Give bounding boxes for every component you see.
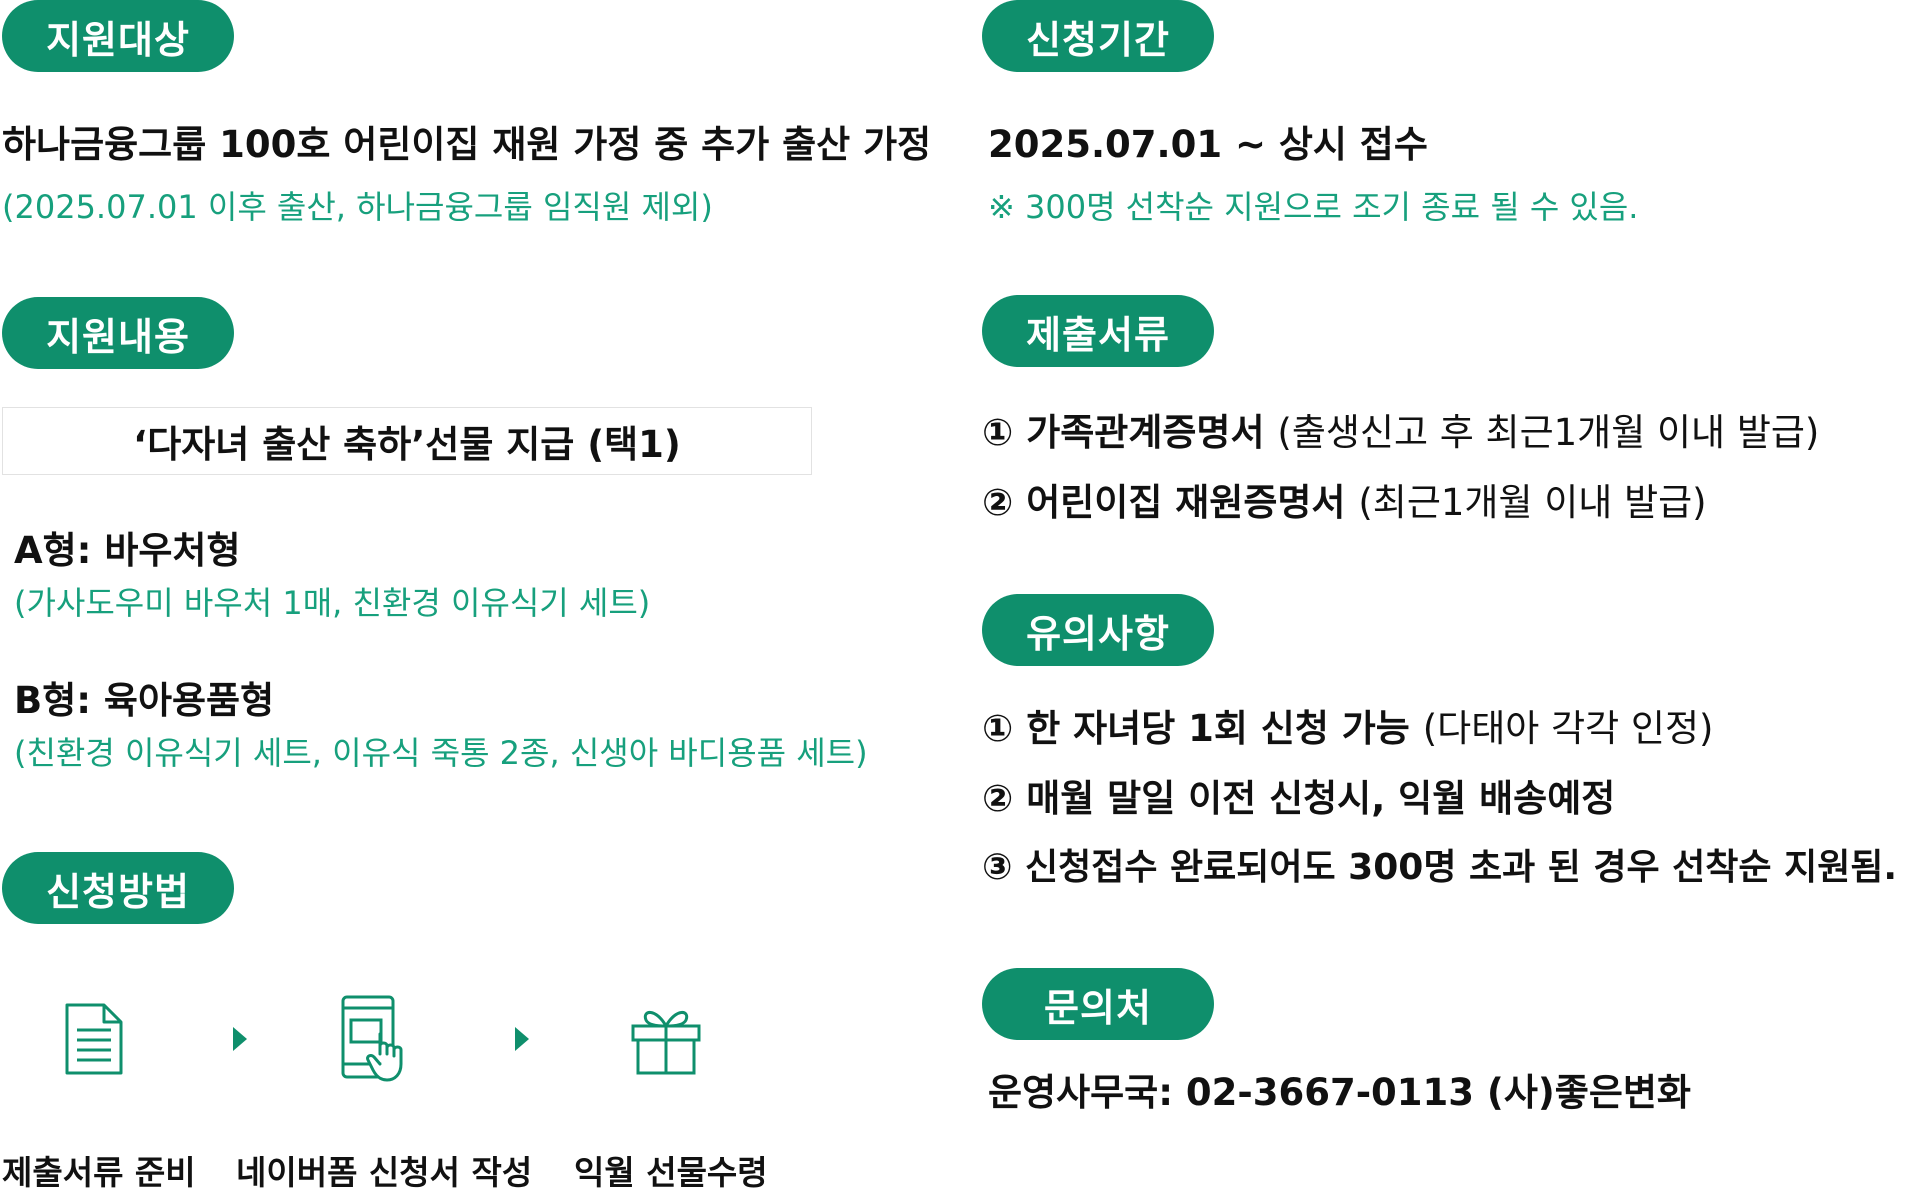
triangle-right-icon [515,1027,529,1051]
item-number: ① [982,411,1014,454]
step-label: 익월 선물수령 [574,1153,768,1192]
notes-badge: 유의사항 [982,594,1214,666]
target-badge: 지원대상 [2,0,234,72]
documents-badge: 제출서류 [982,295,1214,367]
item-number: ③ [982,847,1013,888]
item-note: (다태아 각각 인정) [1422,707,1714,750]
note-item: ③ 신청접수 완료되어도 300명 초과 된 경우 선착순 지원됨. [982,838,1897,890]
support-badge: 지원내용 [2,297,234,369]
tablet-touch-icon [341,995,403,1082]
document-item: ① 가족관계증명서 (출생신고 후 최근1개월 이내 발급) [982,402,1819,456]
type-a-title: A형: 바우처형 [14,529,241,572]
document-item: ② 어린이집 재원증명서 (최근1개월 이내 발급) [982,472,1707,526]
item-number: ② [982,481,1014,524]
document-icon [65,1003,123,1075]
step-label: 제출서류 준비 [2,1153,196,1192]
item-title: 가족관계증명서 [1026,411,1265,454]
triangle-right-icon [233,1027,247,1051]
item-number: ② [982,777,1014,820]
note-item: ② 매월 말일 이전 신청시, 익월 배송예정 [982,768,1615,822]
type-b-title: B형: 육아용품형 [14,679,275,722]
item-number: ① [982,707,1014,750]
note-item: ① 한 자녀당 1회 신청 가능 (다태아 각각 인정) [982,698,1713,752]
item-title: 어린이집 재원증명서 [1026,481,1346,524]
contact-line: 운영사무국: 02-3667-0113 (사)좋은변화 [988,1071,1691,1114]
type-a-desc: (가사도우미 바우처 1매, 친환경 이유식기 세트) [14,584,651,622]
method-badge: 신청방법 [2,852,234,924]
period-note: ※ 300명 선착순 지원으로 조기 종료 될 수 있음. [988,188,1639,226]
support-box: ‘다자녀 출산 축하’선물 지급 (택1) [2,407,812,475]
item-text: 신청접수 완료되어도 300명 초과 된 경우 선착순 지원됨. [1025,847,1898,888]
period-badge: 신청기간 [982,0,1214,72]
target-note: (2025.07.01 이후 출산, 하나금융그룹 임직원 제외) [2,188,713,226]
step-label: 네이버폼 신청서 작성 [236,1153,533,1192]
item-note: (최근1개월 이내 발급) [1358,481,1707,524]
item-note: (출생신고 후 최근1개월 이내 발급) [1277,411,1820,454]
item-text: 매월 말일 이전 신청시, 익월 배송예정 [1026,777,1616,820]
period-line: 2025.07.01 ~ 상시 접수 [988,123,1428,166]
type-b-desc: (친환경 이유식기 세트, 이유식 죽통 2종, 신생아 바디용품 세트) [14,734,868,772]
target-line: 하나금융그룹 100호 어린이집 재원 가정 중 추가 출산 가정 [2,123,932,166]
gift-icon [631,1011,701,1075]
item-text: 한 자녀당 1회 신청 가능 [1026,707,1410,750]
contact-badge: 문의처 [982,968,1214,1040]
